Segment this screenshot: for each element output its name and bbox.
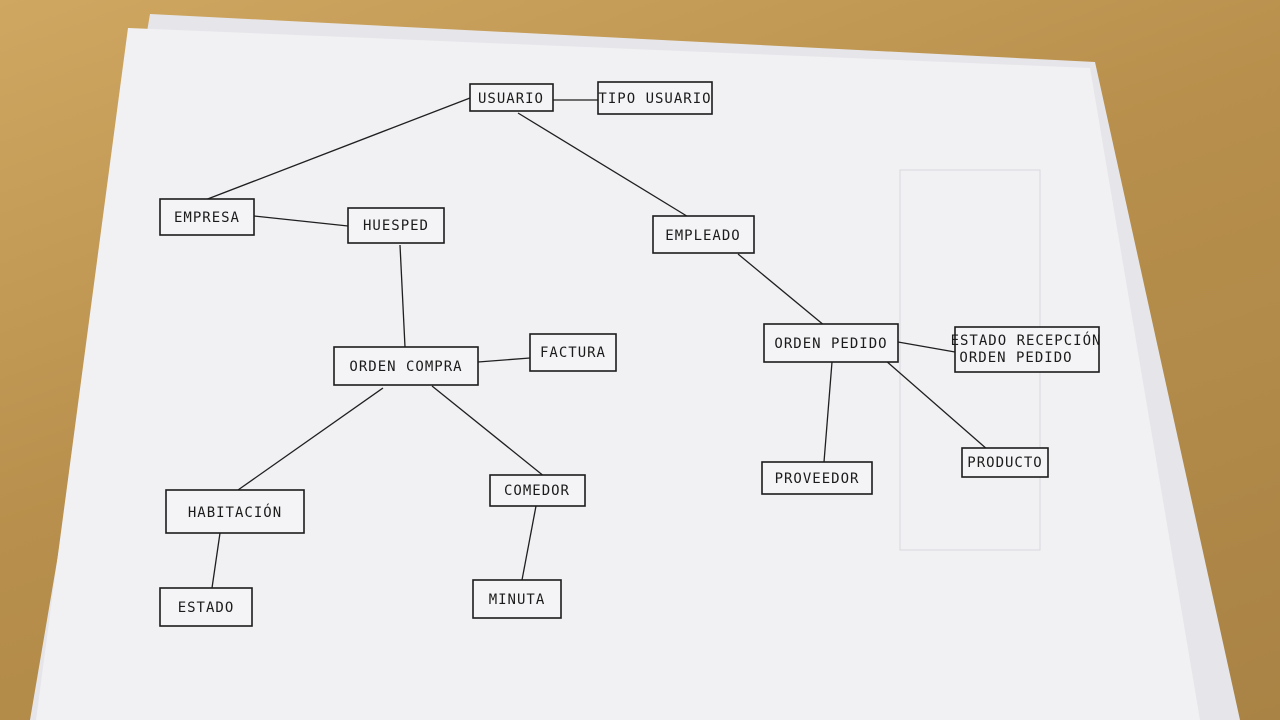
edge-usuario-empresa (204, 97, 471, 201)
node-estado-box (159, 587, 253, 627)
node-estado-label: ESTADO (178, 600, 235, 616)
edge-orden-compra-habitacion (237, 387, 384, 491)
edge-orden-compra-comedor (431, 385, 546, 478)
node-comedor-label: COMEDOR (504, 483, 570, 499)
edge-orden-pedido-producto (884, 359, 989, 451)
node-empresa-label: EMPRESA (174, 210, 240, 226)
node-tipo-usuario-box (597, 81, 713, 115)
edge-usuario-empleado (517, 112, 691, 219)
node-empleado: EMPLEADO (652, 215, 755, 254)
paper-sheet-front (36, 28, 1200, 720)
node-minuta: MINUTA (472, 579, 562, 619)
node-minuta-box (472, 579, 562, 619)
node-proveedor: PROVEEDOR (761, 461, 873, 495)
node-habitacion-label: HABITACIÓN (188, 503, 282, 521)
node-huesped-box (347, 207, 445, 244)
node-usuario: USUARIO (469, 83, 554, 112)
node-orden-pedido: ORDEN PEDIDO (763, 323, 899, 363)
node-producto: PRODUCTO (961, 447, 1049, 478)
node-estado-recepcion-label-2: ORDEN PEDIDO (959, 350, 1072, 366)
node-estado: ESTADO (159, 587, 253, 627)
node-habitacion: HABITACIÓN (165, 489, 305, 534)
edge-orden-compra-factura (477, 357, 531, 363)
node-minuta-label: MINUTA (489, 592, 546, 608)
node-orden-pedido-label: ORDEN PEDIDO (774, 336, 887, 352)
node-factura-label: FACTURA (540, 345, 606, 361)
node-huesped-label: HUESPED (363, 218, 429, 234)
edge-empresa-huesped (253, 215, 349, 227)
node-tipo-usuario: TIPO USUARIO (597, 81, 713, 115)
node-usuario-box (469, 83, 554, 112)
node-tipo-usuario-label: TIPO USUARIO (598, 91, 711, 107)
edge-orden-pedido-proveedor (823, 361, 833, 463)
node-orden-compra: ORDEN COMPRA (333, 346, 479, 386)
node-empresa: EMPRESA (159, 198, 255, 236)
node-orden-compra-label: ORDEN COMPRA (349, 359, 462, 375)
node-usuario-label: USUARIO (478, 91, 544, 107)
node-orden-pedido-box (763, 323, 899, 363)
node-proveedor-box (761, 461, 873, 495)
diagram-edges (204, 97, 989, 589)
edge-empleado-orden-pedido (737, 253, 826, 327)
node-proveedor-label: PROVEEDOR (775, 471, 860, 487)
edge-orden-pedido-estado-recepcion (897, 341, 956, 353)
node-comedor: COMEDOR (489, 474, 586, 507)
node-orden-compra-box (333, 346, 479, 386)
node-estado-recepcion: ESTADO RECEPCIÓN ORDEN PEDIDO (951, 326, 1102, 373)
node-producto-label: PRODUCTO (967, 455, 1042, 471)
node-huesped: HUESPED (347, 207, 445, 244)
node-factura-box (529, 333, 617, 372)
node-estado-recepcion-label-1: ESTADO RECEPCIÓN (951, 331, 1102, 349)
edge-habitacion-estado (211, 532, 221, 589)
node-comedor-box (489, 474, 586, 507)
edge-huesped-orden-compra (399, 244, 406, 348)
node-habitacion-box (165, 489, 305, 534)
edge-comedor-minuta (521, 505, 537, 581)
node-estado-recepcion-box (954, 326, 1100, 373)
node-producto-box (961, 447, 1049, 478)
node-empleado-box (652, 215, 755, 254)
node-factura: FACTURA (529, 333, 617, 372)
node-empresa-box (159, 198, 255, 236)
node-empleado-label: EMPLEADO (665, 228, 740, 244)
